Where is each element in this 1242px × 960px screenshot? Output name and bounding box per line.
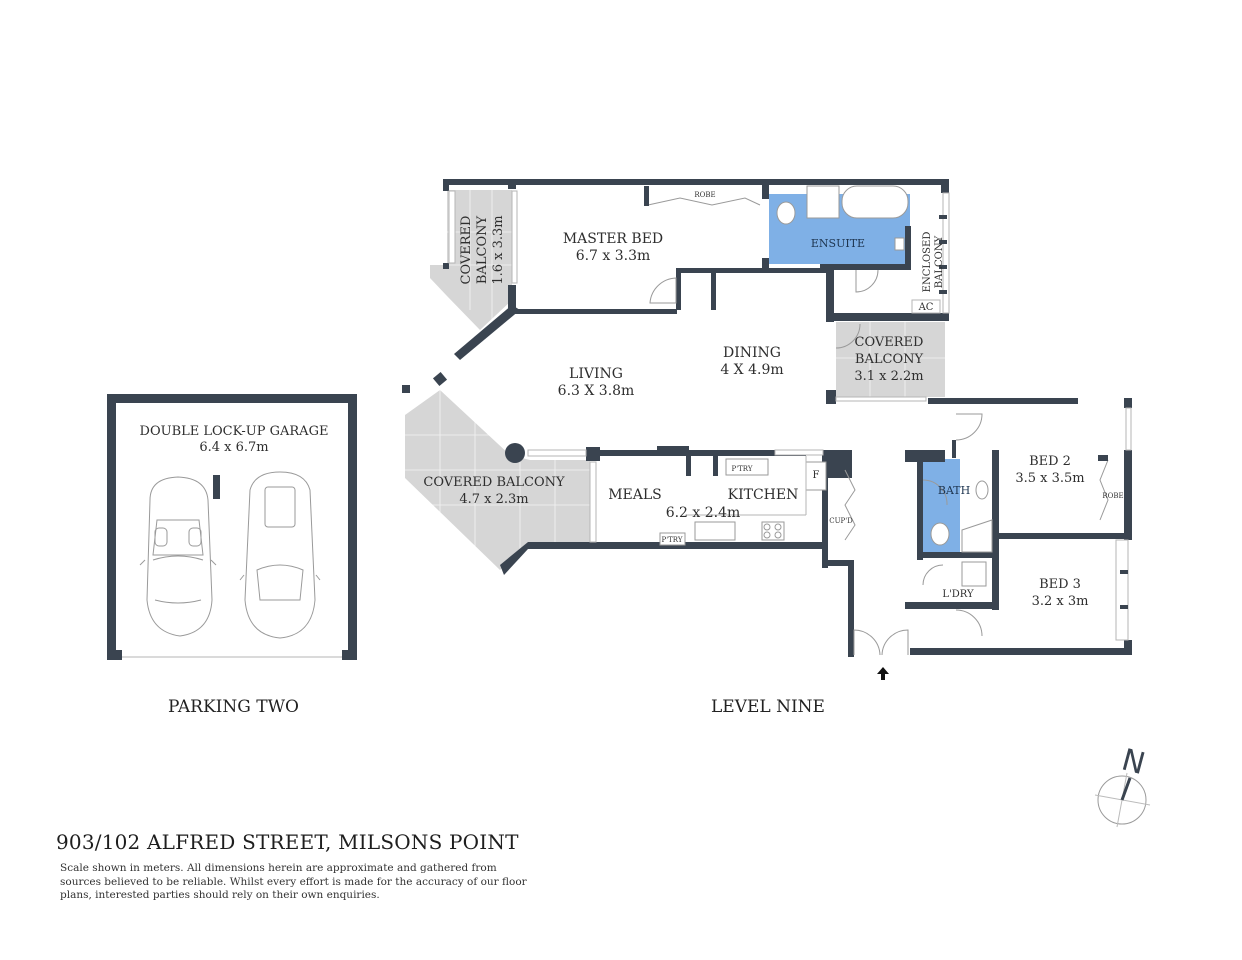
pantry-top-label: P'TRY: [732, 465, 753, 473]
level-plan: MASTER BED 6.7 x 3.3m ROBE ENSUITE ENCLO…: [402, 179, 1132, 680]
disclaimer: Scale shown in meters. All dimensions he…: [60, 862, 530, 903]
garage-name-label: DOUBLE LOCK-UP GARAGE: [140, 424, 329, 439]
window: [448, 190, 456, 264]
master-bed-size: 6.7 x 3.3m: [576, 248, 651, 264]
robe-master-label: ROBE: [694, 191, 715, 199]
bed3-label: BED 3: [1039, 577, 1081, 592]
dining-label: DINING: [723, 345, 781, 361]
covered-balcony-east-size: 3.1 x 2.2m: [854, 369, 923, 384]
covered-balcony-west-size: 1.6 x 3.3m: [491, 215, 506, 284]
covered-balcony-east-label-2: BALCONY: [855, 352, 924, 367]
laundry-label: L'DRY: [942, 589, 974, 600]
living-size: 6.3 X 3.8m: [558, 383, 635, 399]
garage-plan: DOUBLE LOCK-UP GARAGE 6.4 x 6.7m: [107, 394, 357, 660]
kitchen-label: KITCHEN: [728, 487, 799, 503]
bed2-label: BED 2: [1029, 454, 1071, 469]
fridge-label: F: [813, 470, 820, 481]
ensuite-label: ENSUITE: [811, 237, 865, 250]
living-label: LIVING: [569, 366, 623, 382]
covered-balcony-south-size: 4.7 x 2.3m: [459, 492, 528, 507]
covered-balcony-east-area: [836, 322, 945, 397]
property-address: 903/102 ALFRED STREET, MILSONS POINT: [56, 830, 519, 854]
covered-balcony-west-label-1: COVERED: [459, 216, 474, 285]
disclaimer-line: plans, interested parties should rely on…: [60, 889, 380, 901]
dining-size: 4 X 4.9m: [720, 362, 783, 378]
cupboard-label: CUP'D: [829, 517, 853, 525]
north-compass-icon: N: [1094, 743, 1151, 828]
kitchen-size: 6.2 x 2.4m: [666, 505, 741, 521]
enclosed-balcony-label-1: ENCLOSED: [922, 232, 933, 293]
parking-caption: PARKING TWO: [168, 697, 299, 717]
enclosed-balcony-label-2: BALCONY: [934, 235, 945, 288]
bath-label: BATH: [938, 484, 970, 497]
garage-size-label: 6.4 x 6.7m: [199, 440, 268, 455]
disclaimer-line: sources believed to be reliable. Whilst …: [60, 875, 527, 888]
ac-label: AC: [918, 302, 934, 313]
covered-balcony-south-label: COVERED BALCONY: [423, 475, 565, 490]
entry-arrow-icon: [877, 667, 889, 680]
covered-balcony-east-label-1: COVERED: [855, 335, 924, 350]
bed3-size: 3.2 x 3m: [1032, 594, 1089, 609]
compass-north-label: N: [1118, 743, 1149, 783]
meals-label: MEALS: [608, 487, 662, 503]
bed2-size: 3.5 x 3.5m: [1015, 471, 1084, 486]
disclaimer-line: Scale shown in meters. All dimensions he…: [60, 862, 497, 874]
level-caption: LEVEL NINE: [711, 697, 825, 717]
pantry-bottom-label: P'TRY: [662, 536, 683, 544]
car-convertible-icon: [139, 476, 217, 637]
covered-balcony-west-label-2: BALCONY: [475, 216, 490, 285]
car-coupe-icon: [239, 471, 321, 639]
robe-bed2-label: ROBE: [1102, 492, 1123, 500]
master-bed-label: MASTER BED: [563, 231, 663, 247]
